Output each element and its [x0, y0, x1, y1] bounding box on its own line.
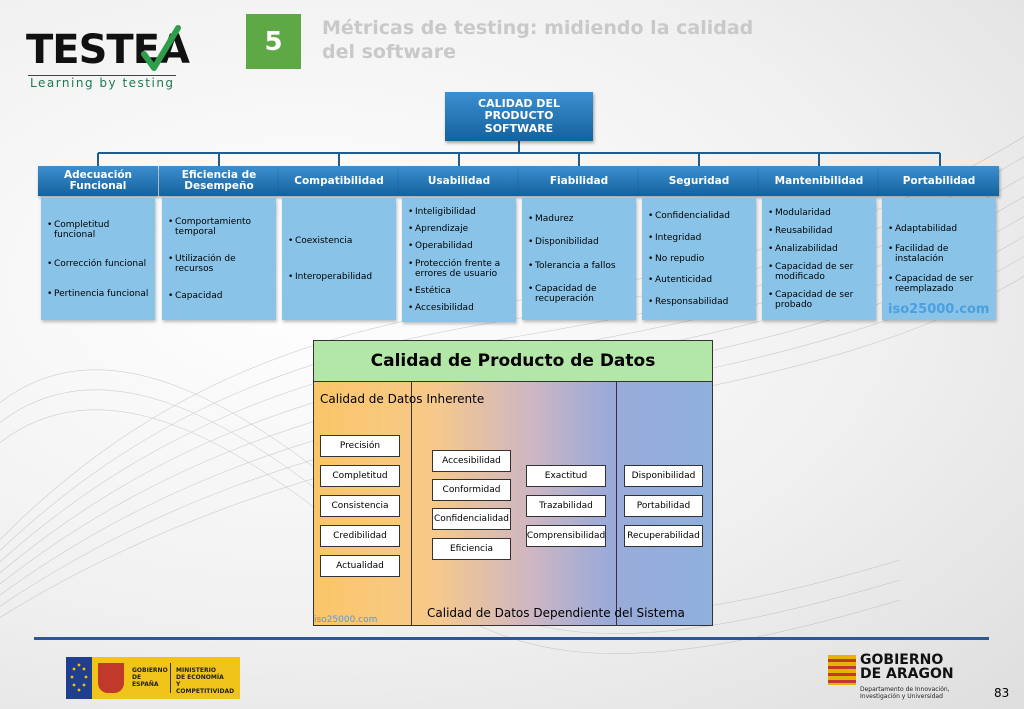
list-item: Modularidad	[762, 208, 876, 218]
logo-tagline: Learning by testing	[30, 76, 175, 90]
ministry-text: MINISTERIO DE ECONOMÍA Y COMPETITIVIDAD	[176, 667, 235, 695]
spain-gov-text: GOBIERNO DE ESPAÑA	[132, 667, 168, 688]
category-header: Seguridad	[639, 166, 759, 196]
list-item: Facilidad de instalación	[882, 244, 996, 264]
list-item: Corrección funcional	[41, 259, 155, 269]
list-item: Confidencialidad	[642, 211, 756, 221]
category-body: Comportamiento temporal Utilización de r…	[162, 198, 276, 320]
quality-characteristic: Completitud	[320, 465, 400, 487]
source-credit: iso25000.com	[314, 615, 378, 625]
category-security: Seguridad Confidencialidad Integridad No…	[639, 166, 759, 320]
list-item: Capacidad de recuperación	[522, 284, 636, 304]
list-item: Aprendizaje	[402, 224, 516, 234]
aragon-logo-line2: DE ARAGON	[860, 666, 954, 682]
list-item: Tolerancia a fallos	[522, 261, 636, 271]
quality-characteristic: Eficiencia	[432, 538, 511, 560]
list-item: Inteligibilidad	[402, 207, 516, 217]
page-title-line1: Métricas de testing: midiendo la calidad	[322, 17, 754, 39]
list-item: Madurez	[522, 214, 636, 224]
inherent-quality-label: Calidad de Datos Inherente	[320, 392, 485, 406]
list-item: Accesibilidad	[402, 303, 516, 313]
quality-characteristic: Precisión	[320, 435, 400, 457]
category-body: Completitud funcional Corrección funcion…	[41, 198, 155, 320]
quality-characteristic: Actualidad	[320, 555, 400, 577]
category-header: Mantenibilidad	[759, 166, 879, 196]
figure-title: Calidad de Producto de Datos	[314, 341, 712, 382]
data-product-quality-figure: Calidad de Producto de Datos Calidad de …	[313, 340, 713, 626]
quality-characteristic: Consistencia	[320, 495, 400, 517]
category-body: Adaptabilidad Facilidad de instalación C…	[882, 198, 996, 320]
checkmark-icon	[141, 25, 181, 71]
aragon-department: Departamento de Innovación, Investigació…	[860, 686, 950, 700]
quality-characteristic: Trazabilidad	[526, 495, 606, 517]
category-header: Fiabilidad	[519, 166, 639, 196]
list-item: Responsabilidad	[642, 297, 756, 307]
page-title: Métricas de testing: midiendo la calidad…	[322, 16, 842, 64]
page-title-line2: del software	[322, 41, 456, 63]
category-body: Madurez Disponibilidad Tolerancia a fall…	[522, 198, 636, 320]
category-body: Confidencialidad Integridad No repudio A…	[642, 198, 756, 320]
category-header: Compatibilidad	[279, 166, 399, 196]
category-header: Usabilidad	[399, 166, 519, 196]
list-item: Operabilidad	[402, 241, 516, 251]
aragon-flag-icon	[828, 655, 856, 685]
quality-characteristic: Credibilidad	[320, 525, 400, 547]
list-item: Adaptabilidad	[882, 224, 996, 234]
list-item: Capacidad de ser modificado	[762, 262, 876, 282]
aragon-logo-line1: GOBIERNO	[860, 652, 944, 668]
eu-flag-icon	[66, 657, 92, 699]
quality-characteristic: Accesibilidad	[432, 450, 511, 472]
list-item: Capacidad	[162, 291, 276, 301]
quality-characteristic: Exactitud	[526, 465, 606, 487]
divider	[616, 381, 617, 625]
category-maintainability: Mantenibilidad Modularidad Reusabilidad …	[759, 166, 879, 320]
source-credit: iso25000.com	[888, 302, 990, 317]
spain-government-logo: GOBIERNO DE ESPAÑA MINISTERIO DE ECONOMÍ…	[92, 657, 240, 699]
divider	[411, 381, 412, 625]
list-item: Coexistencia	[282, 236, 396, 246]
list-item: Integridad	[642, 233, 756, 243]
list-item: Capacidad de ser probado	[762, 290, 876, 310]
category-compatibility: Compatibilidad Coexistencia Interoperabi…	[279, 166, 399, 320]
quality-characteristic: Comprensibilidad	[526, 525, 606, 547]
quality-characteristic: Portabilidad	[624, 495, 703, 517]
list-item: Disponibilidad	[522, 237, 636, 247]
list-item: Utilización de recursos	[162, 254, 276, 274]
list-item: Reusabilidad	[762, 226, 876, 236]
category-header: Portabilidad	[879, 166, 999, 196]
category-portability: Portabilidad Adaptabilidad Facilidad de …	[879, 166, 999, 320]
list-item: Pertinencia funcional	[41, 289, 155, 299]
list-item: Analizabilidad	[762, 244, 876, 254]
coat-of-arms-icon	[98, 663, 124, 693]
list-item: Capacidad de ser reemplazado	[882, 274, 996, 294]
category-body: Coexistencia Interoperabilidad	[282, 198, 396, 320]
logo-divider	[28, 75, 176, 76]
footer-divider	[34, 637, 989, 640]
list-item: Autenticidad	[642, 275, 756, 285]
page-number: 83	[994, 686, 1010, 700]
category-reliability: Fiabilidad Madurez Disponibilidad Tolera…	[519, 166, 639, 320]
quality-characteristic: Conformidad	[432, 479, 511, 501]
list-item: Interoperabilidad	[282, 272, 396, 282]
quality-characteristic: Recuperabilidad	[624, 525, 703, 547]
category-body: Modularidad Reusabilidad Analizabilidad …	[762, 198, 876, 320]
list-item: Comportamiento temporal	[162, 217, 276, 237]
list-item: Completitud funcional	[41, 220, 155, 240]
list-item: Protección frente a errores de usuario	[402, 259, 516, 279]
quality-characteristic: Disponibilidad	[624, 465, 703, 487]
category-usability: Usabilidad Inteligibilidad Aprendizaje O…	[399, 166, 519, 322]
list-item: Estética	[402, 286, 516, 296]
list-item: No repudio	[642, 254, 756, 264]
quality-characteristic: Confidencialidad	[432, 508, 511, 530]
root-node-software-quality: CALIDAD DEL PRODUCTO SOFTWARE	[445, 92, 593, 141]
category-body: Inteligibilidad Aprendizaje Operabilidad…	[402, 198, 516, 322]
system-dependent-quality-label: Calidad de Datos Dependiente del Sistema	[427, 606, 685, 620]
chapter-number: 5	[246, 14, 301, 69]
